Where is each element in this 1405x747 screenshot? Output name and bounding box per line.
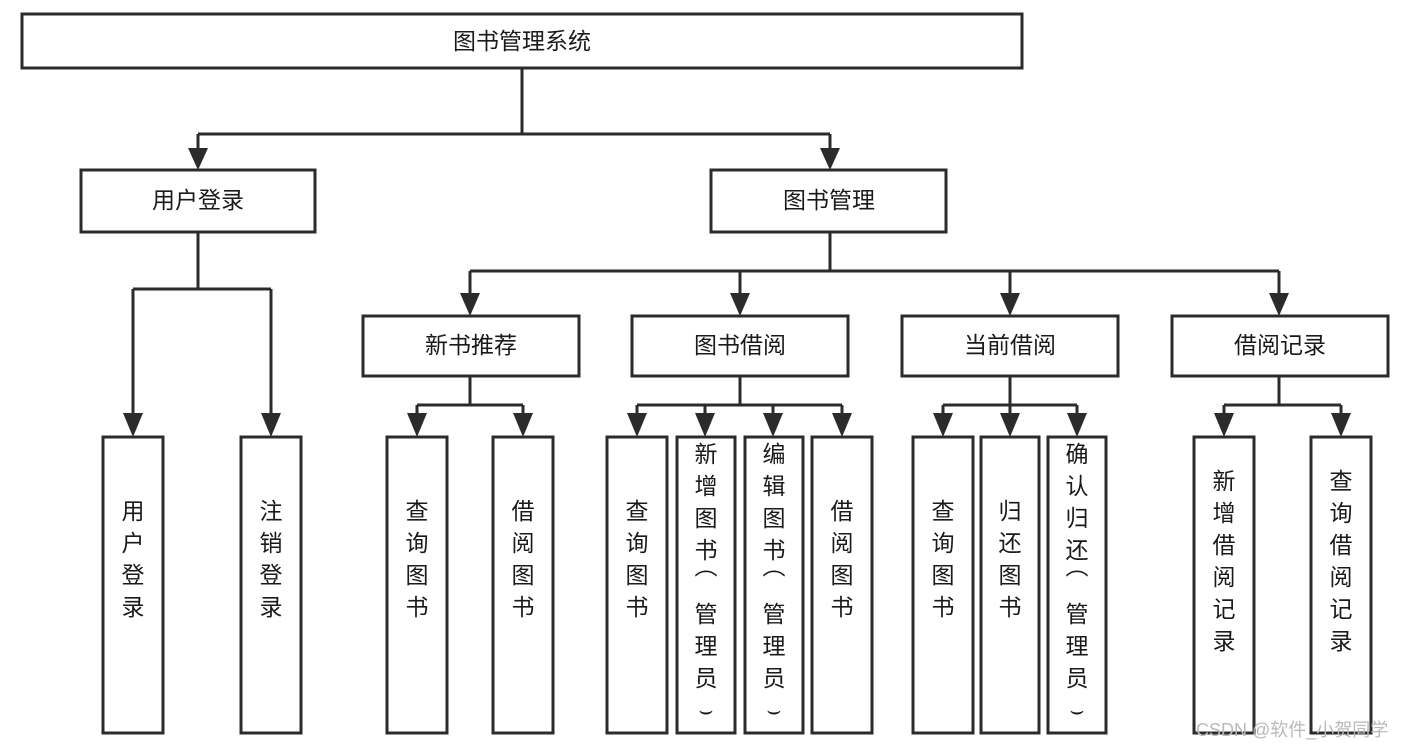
leaf-node-query-book-borrow-label: 查询图书 — [626, 498, 649, 620]
arrow-head-leaf-query-book-2 — [627, 413, 647, 437]
arrow-head-leaf-edit-book — [763, 413, 783, 437]
node-new-book-recommend-label: 新书推荐 — [425, 332, 517, 358]
leaf-node-add-borrow-record[interactable]: 新增借阅记录 — [1192, 435, 1256, 735]
node-current-borrow[interactable]: 当前借阅 — [900, 314, 1120, 378]
node-book-borrow-label: 图书借阅 — [694, 332, 786, 358]
node-user-login-box[interactable] — [79, 168, 317, 234]
leaf-node-borrow-book-label: 借阅图书 — [831, 498, 854, 620]
node-new-book-recommend[interactable]: 新书推荐 — [361, 314, 581, 378]
leaf-node-borrow-book-recommend[interactable]: 借阅图书 — [491, 435, 555, 735]
leaf-node-query-book-current-label: 查询图书 — [932, 498, 955, 620]
arrow-head-to-current-borrow — [1000, 293, 1020, 316]
leaf-node-borrow-book[interactable]: 借阅图书 — [810, 435, 874, 735]
arrow-head-leaf-confirm-return — [1067, 413, 1087, 437]
arrow-head-leaf-query-record — [1331, 413, 1351, 437]
leaf-node-confirm-return-label: 确认归还⌒管理员⌣ — [1066, 441, 1089, 723]
arrow-head-to-book-manage — [820, 148, 840, 170]
node-borrow-record[interactable]: 借阅记录 — [1170, 314, 1390, 378]
leaf-node-query-book-current[interactable]: 查询图书 — [911, 435, 975, 735]
leaf-node-borrow-book-recommend-label: 借阅图书 — [512, 498, 535, 620]
arrow-head-leaf-query-book-1 — [407, 413, 427, 437]
arrow-head-to-book-borrow — [730, 293, 750, 316]
node-root-system-box[interactable] — [20, 12, 1024, 70]
node-root-system[interactable]: 图书管理系统 — [20, 12, 1024, 70]
leaf-node-query-borrow-record-box[interactable] — [1309, 435, 1373, 735]
leaf-node-query-book-borrow-box[interactable] — [605, 435, 669, 735]
arrow-head-to-user-login — [188, 148, 208, 170]
connector-group-bookborrow-to-leaves — [627, 376, 852, 437]
node-user-login-label: 用户登录 — [152, 187, 244, 213]
leaf-node-add-book[interactable]: 新增图书⌒管理员⌣ — [675, 435, 737, 735]
arrow-head-to-borrow-record — [1269, 293, 1289, 316]
node-root-system-label: 图书管理系统 — [453, 28, 591, 54]
leaf-node-user-login[interactable]: 用户登录 — [101, 435, 165, 735]
node-current-borrow-box[interactable] — [900, 314, 1120, 378]
leaf-node-query-borrow-record-label: 查询借阅记录 — [1330, 468, 1353, 654]
leaf-node-confirm-return[interactable]: 确认归还⌒管理员⌣ — [1046, 435, 1108, 735]
node-borrow-record-label: 借阅记录 — [1234, 332, 1326, 358]
connector-group-bookmanage-to-level3 — [460, 232, 1289, 316]
leaf-node-user-login-box[interactable] — [101, 435, 165, 735]
connector-group-root-to-level2 — [188, 68, 840, 170]
leaf-node-edit-book-box[interactable] — [743, 435, 805, 735]
leaf-node-edit-book[interactable]: 编辑图书⌒管理员⌣ — [743, 435, 805, 735]
arrow-head-leaf-return-book — [1000, 413, 1020, 437]
leaf-node-query-book-recommend-label: 查询图书 — [406, 498, 429, 620]
leaf-node-add-borrow-record-box[interactable] — [1192, 435, 1256, 735]
node-current-borrow-label: 当前借阅 — [964, 332, 1056, 358]
leaf-node-borrow-book-recommend-box[interactable] — [491, 435, 555, 735]
node-book-management-box[interactable] — [709, 168, 948, 234]
leaf-node-logout-label: 注销登录 — [260, 498, 283, 620]
connector-group-borrowrecord-to-leaves — [1214, 376, 1351, 437]
arrow-head-leaf-add-book — [695, 413, 715, 437]
leaf-node-query-book-borrow[interactable]: 查询图书 — [605, 435, 669, 735]
arrow-head-leaf-borrow-book-1 — [513, 413, 533, 437]
leaf-node-add-book-box[interactable] — [675, 435, 737, 735]
connector-group-userlogin-to-leaves — [123, 232, 281, 437]
node-book-borrow[interactable]: 图书借阅 — [630, 314, 850, 378]
leaf-node-add-borrow-record-label: 新增借阅记录 — [1213, 468, 1236, 654]
leaf-node-confirm-return-box[interactable] — [1046, 435, 1108, 735]
leaf-node-add-book-label: 新增图书⌒管理员⌣ — [695, 441, 718, 723]
arrow-head-to-new-book — [460, 293, 480, 316]
watermark-label: CSDN @软件_小贺同学 — [1196, 720, 1388, 741]
leaf-node-query-book-recommend-box[interactable] — [385, 435, 449, 735]
node-borrow-record-box[interactable] — [1170, 314, 1390, 378]
leaf-node-borrow-book-box[interactable] — [810, 435, 874, 735]
node-book-borrow-box[interactable] — [630, 314, 850, 378]
connector-group-currentborrow-to-leaves — [933, 376, 1087, 437]
leaf-node-return-book-box[interactable] — [979, 435, 1041, 735]
leaf-node-query-book-current-box[interactable] — [911, 435, 975, 735]
arrow-head-leaf-borrow-book-2 — [832, 413, 852, 437]
node-book-management-label: 图书管理 — [783, 187, 875, 213]
leaf-node-logout-box[interactable] — [239, 435, 303, 735]
arrow-head-leaf-user-login — [123, 413, 143, 437]
leaf-node-return-book[interactable]: 归还图书 — [979, 435, 1041, 735]
leaf-node-user-login-label: 用户登录 — [122, 498, 145, 620]
arrow-head-leaf-logout — [261, 413, 281, 437]
node-user-login[interactable]: 用户登录 — [79, 168, 317, 234]
leaf-node-return-book-label: 归还图书 — [999, 498, 1022, 620]
leaf-node-query-book-recommend[interactable]: 查询图书 — [385, 435, 449, 735]
arrow-head-leaf-query-book-3 — [933, 413, 953, 437]
node-book-management[interactable]: 图书管理 — [709, 168, 948, 234]
leaf-node-query-borrow-record[interactable]: 查询借阅记录 — [1309, 435, 1373, 735]
leaf-node-logout[interactable]: 注销登录 — [239, 435, 303, 735]
leaf-node-edit-book-label: 编辑图书⌒管理员⌣ — [763, 441, 786, 723]
connector-group-newbook-to-leaves — [407, 376, 533, 437]
node-new-book-recommend-box[interactable] — [361, 314, 581, 378]
arrow-head-leaf-add-record — [1214, 413, 1234, 437]
